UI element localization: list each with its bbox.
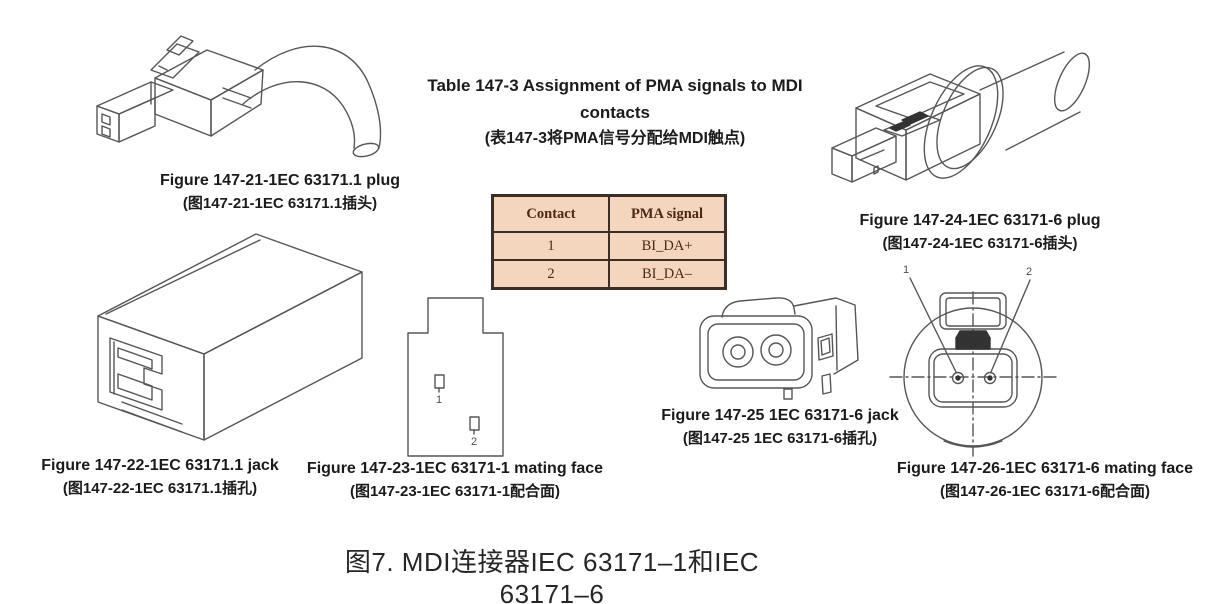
caption-fig-147-25-en: Figure 147-25 1EC 63171-6 jack [661,407,899,424]
pma-signal-table-wrap: Contact PMA signal 1 BI_DA+ 2 BI_DA– [491,194,727,290]
caption-fig-147-25-zh: (图147-25 1EC 63171-6插孔) [682,430,878,447]
two-hole-jack-drawing [688,286,873,401]
caption-fig-147-24-zh: (图147-24-1EC 63171-6插头) [882,235,1078,252]
iec63171-1-jack-illustration [97,233,363,441]
caption-fig-147-26-zh: (图147-26-1EC 63171-6配合面) [939,483,1151,500]
iec63171-1-plug-illustration [96,35,382,158]
mating-face-drawing-63171-6: 1 2 [878,260,1068,458]
table-row: 1 BI_DA+ [491,231,727,261]
table-title-line1: Table 147-3 Assignment of PMA signals to… [427,76,803,95]
table-header-row: Contact PMA signal [491,194,727,233]
box-jack-drawing [62,212,382,454]
pin-2-label: 2 [1026,266,1032,278]
table-header-contact: Contact [491,194,610,233]
iec63171-6-plug-illustration [831,51,1090,183]
caption-fig-147-21-en: Figure 147-21-1EC 63171.1 plug [159,172,401,189]
cell-contact-1: 1 [491,231,610,261]
caption-fig-147-26: Figure 147-26-1EC 63171-6 mating face (图… [890,458,1200,502]
table-title: Table 147-3 Assignment of PMA signals to… [395,72,835,151]
contact-1-label: 1 [436,394,442,406]
table-title-line3: (表147-3将PMA信号分配给MDI触点) [484,130,746,147]
figure-main-caption: 图7. MDI连接器IEC 63171–1和IEC 63171–6 [344,547,760,604]
iec63171-6-jack-illustration [699,297,859,400]
caption-fig-147-25: Figure 147-25 1EC 63171-6 jack (图147-25 … [630,405,930,449]
mating-face-drawing-63171-1: 1 2 [400,288,515,460]
caption-fig-147-23: Figure 147-23-1EC 63171-1 mating face (图… [300,458,610,502]
caption-fig-147-22: Figure 147-22-1EC 63171.1 jack (图147-22-… [15,455,305,499]
table-header-pma-signal: PMA signal [608,194,727,233]
caption-fig-147-21-zh: (图147-21-1EC 63171.1插头) [182,195,378,212]
caption-fig-147-22-en: Figure 147-22-1EC 63171.1 jack [41,457,279,474]
contact-2-label: 2 [471,436,477,448]
caption-fig-147-24-en: Figure 147-24-1EC 63171-6 plug [859,212,1101,229]
table-title-line2: contacts [580,103,650,122]
caption-fig-147-21: Figure 147-21-1EC 63171.1 plug (图147-21-… [115,170,445,214]
caption-fig-147-26-en: Figure 147-26-1EC 63171-6 mating face [896,460,1194,477]
pma-signal-table: Contact PMA signal 1 BI_DA+ 2 BI_DA– [491,194,727,290]
plug-with-cable-drawing [55,8,405,170]
caption-fig-147-22-zh: (图147-22-1EC 63171.1插孔) [62,480,258,497]
pin-1-label: 1 [903,264,909,276]
cell-contact-2: 2 [491,259,610,290]
caption-fig-147-23-zh: (图147-23-1EC 63171-1配合面) [349,483,561,500]
table-row: 2 BI_DA– [491,259,727,290]
cylindrical-plug-drawing [818,32,1090,210]
cell-signal-2: BI_DA– [608,259,727,290]
iec63171-6-mating-face-illustration: 1 2 [889,264,1061,457]
caption-fig-147-24: Figure 147-24-1EC 63171-6 plug (图147-24-… [825,210,1135,254]
iec63171-1-mating-face-illustration: 1 2 [407,297,504,457]
cell-signal-1: BI_DA+ [608,231,727,261]
caption-fig-147-23-en: Figure 147-23-1EC 63171-1 mating face [306,460,604,477]
